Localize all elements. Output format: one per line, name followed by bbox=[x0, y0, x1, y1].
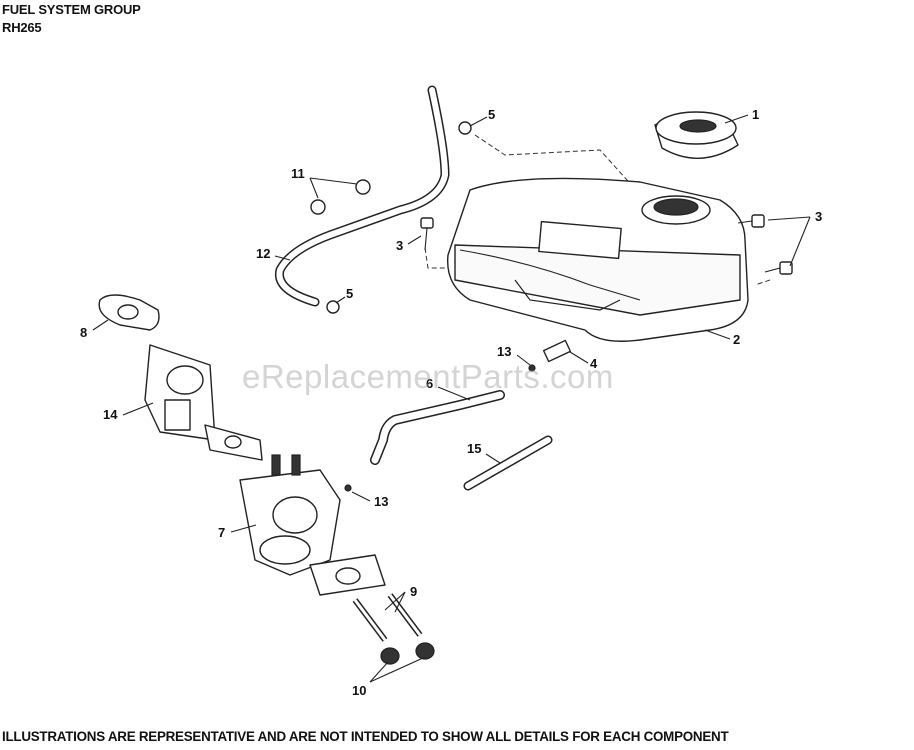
callout-3-right: 3 bbox=[815, 209, 822, 224]
callout-5-top: 5 bbox=[488, 107, 495, 122]
model-number: RH265 bbox=[2, 20, 42, 35]
callout-8: 8 bbox=[80, 325, 87, 340]
callout-1: 1 bbox=[752, 107, 759, 122]
hose-part[interactable] bbox=[463, 435, 553, 491]
callout-15: 15 bbox=[467, 441, 481, 456]
carburetor-gasket-part[interactable] bbox=[204, 424, 263, 461]
callout-13-bottom: 13 bbox=[374, 494, 388, 509]
nut-part[interactable] bbox=[380, 642, 435, 665]
fuel-line-part[interactable] bbox=[274, 85, 450, 307]
callout-6: 6 bbox=[426, 376, 433, 391]
callout-13-top: 13 bbox=[497, 344, 511, 359]
callout-4: 4 bbox=[590, 356, 598, 371]
callout-5-bottom: 5 bbox=[346, 286, 353, 301]
callout-labels: 1 2 3 3 4 5 5 6 7 8 9 10 11 12 13 bbox=[80, 107, 822, 698]
watermark-text: eReplacementParts.com bbox=[242, 358, 614, 395]
carburetor-part[interactable] bbox=[239, 454, 341, 576]
callout-9: 9 bbox=[410, 584, 417, 599]
bolt-part[interactable] bbox=[420, 214, 793, 275]
callout-2: 2 bbox=[733, 332, 740, 347]
fuel-cap-part[interactable] bbox=[654, 111, 739, 159]
diagram-title: FUEL SYSTEM GROUP bbox=[2, 2, 141, 17]
fuel-hose-part[interactable] bbox=[370, 390, 505, 465]
callout-10: 10 bbox=[352, 683, 366, 698]
footer-disclaimer: ILLUSTRATIONS ARE REPRESENTATIVE AND ARE… bbox=[2, 729, 729, 744]
mounting-gasket-part[interactable] bbox=[309, 554, 386, 596]
hose-clamp-part[interactable] bbox=[310, 121, 472, 314]
fuel-tank-part[interactable] bbox=[446, 177, 749, 342]
gasket-part[interactable] bbox=[98, 294, 160, 331]
shutoff-valve-part[interactable] bbox=[542, 339, 572, 363]
callout-12: 12 bbox=[256, 246, 270, 261]
callout-11: 11 bbox=[291, 166, 305, 181]
hose-clip-part[interactable] bbox=[344, 364, 536, 492]
callout-14: 14 bbox=[103, 407, 118, 422]
callout-3-left: 3 bbox=[396, 238, 403, 253]
stud-part[interactable] bbox=[352, 593, 423, 642]
callout-7: 7 bbox=[218, 525, 225, 540]
insulator-part[interactable] bbox=[144, 344, 216, 441]
